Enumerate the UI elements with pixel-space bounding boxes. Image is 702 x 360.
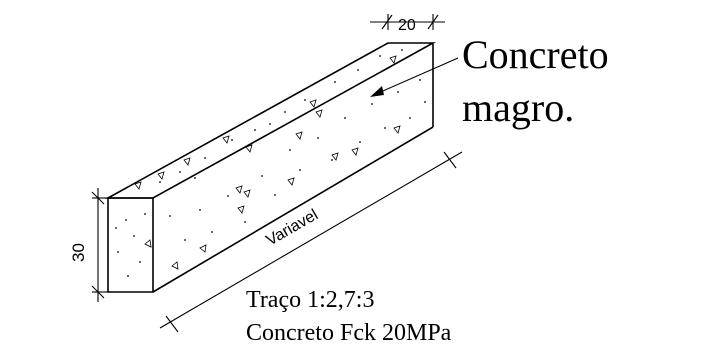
- width-dimension: 20: [370, 14, 445, 34]
- length-dimension-tick-start: [165, 315, 179, 333]
- length-dimension-tick-end: [443, 151, 457, 169]
- width-dimension-label: 20: [398, 17, 416, 34]
- note-concrete-strength: Concreto Fck 20MPa: [246, 320, 452, 346]
- concrete-texture: [115, 49, 426, 277]
- callout-arrowhead: [370, 86, 384, 97]
- beam-top-face: [104, 42, 437, 199]
- callout-leader: [370, 57, 459, 97]
- height-dimension: 30: [69, 188, 108, 302]
- callout-leader-line: [375, 57, 459, 95]
- length-dimension-line: [159, 151, 463, 329]
- note-mix-ratio: Traço 1:2,7:3: [246, 287, 374, 313]
- beam-outline: [104, 42, 437, 293]
- length-dimension-label: Variavel: [264, 206, 322, 249]
- callout-line-2: magro.: [462, 85, 574, 130]
- width-dimension-tick-left: [381, 14, 393, 30]
- beam-bottom-edge: [152, 126, 434, 293]
- callout-line-1: Concreto: [462, 32, 609, 77]
- height-dimension-label: 30: [69, 243, 88, 262]
